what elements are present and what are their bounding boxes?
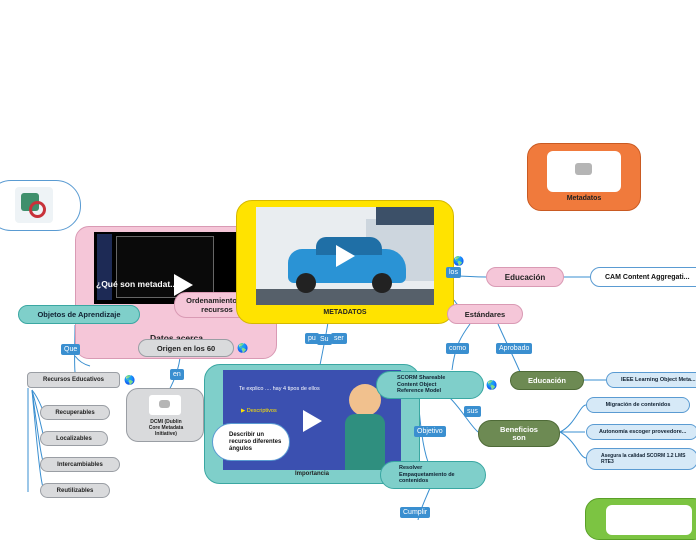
describir-node[interactable]: Describir un recurso diferentes ángulos [212, 423, 290, 461]
educacion-label-1: Educación [504, 272, 546, 282]
autonomia-label: Autonomía escoger proveedore... [599, 429, 687, 435]
label-pu: pu [305, 333, 319, 344]
camera-icon [575, 163, 592, 175]
beneficios-node[interactable]: Beneficios son [478, 420, 560, 447]
metadatos-video-node[interactable]: METADATOS [236, 200, 454, 324]
origen-node[interactable]: Origen en los 60 [138, 339, 234, 357]
localizables-label: Localizables [56, 435, 92, 442]
car-video-thumbnail [256, 207, 434, 305]
educacion-label-2: Educación [528, 376, 566, 385]
objetos-aprendizaje-node[interactable]: Objetos de Aprendizaje [18, 305, 140, 324]
recursos-educativos-node[interactable]: Recursos Educativos [27, 372, 120, 388]
metadatos-label: Metadatos [566, 195, 602, 202]
ordenamiento-label: Ordenamiento de recursos [186, 296, 248, 314]
cam-node[interactable]: CAM Content Aggregati... [590, 267, 696, 287]
describir-label: Describir un recurso diferentes ángulos [229, 431, 282, 452]
ieee-node[interactable]: IEEE Learning Object Meta... [606, 372, 696, 388]
video-caption-1: Te explico .... hay 4 tipos de ellos [239, 386, 320, 392]
ieee-label: IEEE Learning Object Meta... [621, 377, 696, 383]
video-caption-2: ▶ Descriptivos [241, 408, 277, 414]
origen-label: Origen en los 60 [156, 343, 216, 353]
importancia-label: Importancia [294, 471, 329, 477]
globe-icon[interactable]: 🌎 [453, 256, 465, 266]
educacion-node-1[interactable]: Educación [486, 267, 564, 287]
localizables-node[interactable]: Localizables [40, 431, 108, 446]
scorm-label: SCORM Shareable Content Object Reference… [397, 375, 446, 395]
camera-icon [159, 400, 170, 408]
search-icon [15, 187, 53, 223]
metadatos-video-title: METADATOS [323, 309, 367, 316]
label-en: en [170, 369, 184, 380]
label-los: los [446, 267, 461, 278]
migracion-node[interactable]: Migración de contenidos [586, 397, 690, 413]
intercambiables-label: Intercambiables [57, 461, 103, 468]
label-sus: sus [464, 406, 481, 417]
dcmi-node[interactable]: DCMI (Dublin Core Metadata Initiative) [126, 388, 204, 442]
play-icon[interactable] [336, 245, 355, 267]
central-icon-node[interactable] [0, 180, 81, 231]
globe-icon[interactable]: 🌎 [124, 375, 136, 385]
label-que: Que [61, 344, 81, 355]
label-cumplir: Cumplir [400, 507, 431, 518]
globe-icon[interactable]: 🌎 [237, 343, 249, 353]
label-como: como [446, 343, 470, 354]
camera-placeholder [547, 151, 621, 192]
que-son-title: ¿Qué son metadat... [96, 279, 178, 289]
play-icon[interactable] [174, 274, 193, 296]
metadatos-image-node[interactable]: Metadatos [527, 143, 641, 211]
scorm-node[interactable]: SCORM Shareable Content Object Reference… [376, 371, 484, 399]
datos-acerca-text: Datos acerca [150, 333, 203, 343]
recuperables-label: Recuperables [55, 409, 95, 416]
label-objetivo: Objetivo [414, 426, 446, 437]
green-image-node[interactable] [585, 498, 696, 540]
label-aprobado: Aprobado [496, 343, 533, 354]
estandares-node[interactable]: Estándares [447, 304, 523, 324]
asegura-node[interactable]: Asegura la calidad SCORM 1.2 LMS RTE3 [586, 448, 696, 470]
intercambiables-node[interactable]: Intercambiables [40, 457, 120, 472]
objetos-label: Objetos de Aprendizaje [37, 310, 121, 319]
recursos-label: Recursos Educativos [42, 377, 105, 383]
dcmi-label: DCMI (Dublin Core Metadata Initiative) [148, 419, 184, 437]
label-ser: ser [331, 333, 347, 344]
camera-placeholder [149, 395, 181, 415]
autonomia-node[interactable]: Autonomía escoger proveedore... [586, 424, 696, 440]
resolver-label: Resolver Empaquetamiento de contenidos [399, 465, 455, 485]
reutilizables-node[interactable]: Reutilizables [40, 483, 110, 498]
terminal-thumbnail [94, 232, 244, 304]
reutilizables-label: Reutilizables [56, 487, 94, 494]
recuperables-node[interactable]: Recuperables [40, 405, 110, 420]
cam-label: CAM Content Aggregati... [605, 273, 690, 281]
migracion-label: Migración de contenidos [605, 402, 671, 408]
resolver-node[interactable]: Resolver Empaquetamiento de contenidos [380, 461, 486, 489]
asegura-label: Asegura la calidad SCORM 1.2 LMS RTE3 [601, 453, 686, 465]
label-su: Su [317, 334, 332, 345]
estandares-label: Estándares [464, 309, 506, 319]
play-icon[interactable] [303, 410, 322, 432]
camera-placeholder [606, 505, 692, 535]
educacion-node-2[interactable]: Educación [510, 371, 584, 390]
beneficios-label: Beneficios son [500, 424, 538, 442]
globe-icon[interactable]: 🌎 [486, 380, 498, 390]
